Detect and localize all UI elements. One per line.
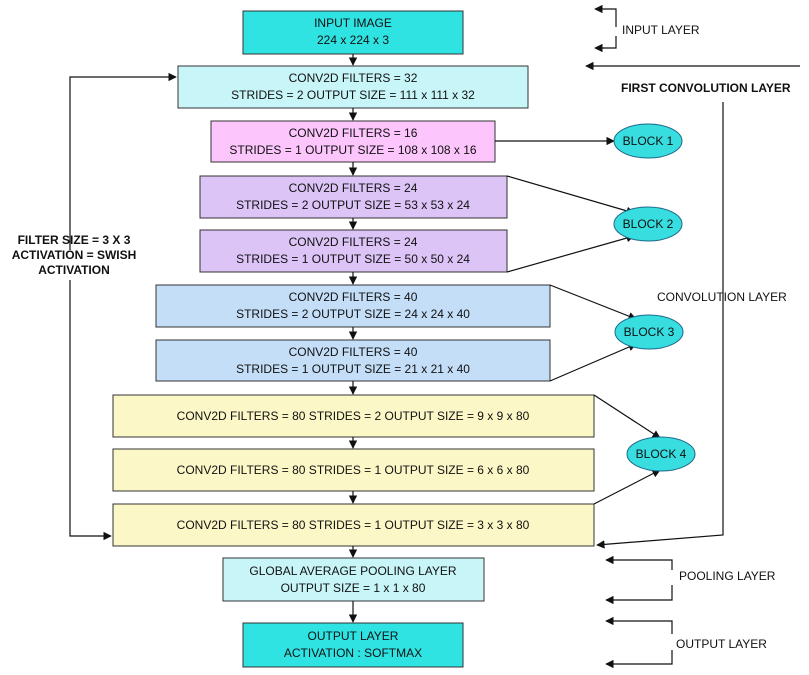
block-connectors [495, 136, 661, 505]
conv-layer-label: CONVOLUTION LAYER [657, 290, 787, 304]
conv-layer-4-box: CONV2D FILTERS = 24 STRIDES = 1 OUTPUT S… [199, 229, 508, 273]
conv-layer-3-box: CONV2D FILTERS = 24 STRIDES = 2 OUTPUT S… [199, 175, 508, 219]
conv-layer-annotation: CONVOLUTION LAYER [596, 102, 787, 549]
input-layer-arrow-top [594, 4, 617, 27]
conv-layer-2-output: STRIDES = 1 OUTPUT SIZE = 108 x 108 x 16 [229, 143, 477, 157]
conv-layer-6-box: CONV2D FILTERS = 40 STRIDES = 1 OUTPUT S… [155, 339, 551, 382]
block-2: BLOCK 2 [613, 206, 683, 242]
block-4-label: BLOCK 4 [636, 447, 687, 461]
conv-layer-5-output: STRIDES = 2 OUTPUT SIZE = 24 x 24 x 40 [236, 307, 470, 321]
first-conv-annotation: FIRST CONVOLUTION LAYER [585, 61, 800, 95]
conv-layer-1-filters: CONV2D FILTERS = 32 [289, 71, 418, 85]
block4-connector-bottom [593, 469, 661, 505]
conv-layer-9-params: CONV2D FILTERS = 80 STRIDES = 1 OUTPUT S… [177, 518, 530, 532]
output-layer-arrow-bottom [605, 650, 673, 669]
input-layer-annotation: INPUT LAYER [594, 4, 700, 53]
output-layer-label: OUTPUT LAYER [676, 637, 767, 651]
pooling-layer-output: OUTPUT SIZE = 1 x 1 x 80 [281, 581, 426, 595]
left-bracket-bottom-arrow [69, 280, 112, 541]
conv-layer-7-params: CONV2D FILTERS = 80 STRIDES = 2 OUTPUT S… [177, 409, 530, 423]
pooling-layer-arrow-top [605, 555, 673, 570]
input-layer-arrow-bottom [594, 36, 617, 53]
conv-layer-3-output: STRIDES = 2 OUTPUT SIZE = 53 x 53 x 24 [236, 198, 470, 212]
left-bracket-top-arrow [69, 72, 177, 250]
pooling-layer-annotation: POOLING LAYER [605, 555, 776, 605]
conv-layer-7-box: CONV2D FILTERS = 80 STRIDES = 2 OUTPUT S… [112, 394, 595, 438]
conv-layer-6-filters: CONV2D FILTERS = 40 [289, 345, 418, 359]
conv-layer-9-box: CONV2D FILTERS = 80 STRIDES = 1 OUTPUT S… [112, 503, 595, 547]
input-image-title: INPUT IMAGE [314, 16, 392, 30]
output-layer-activation: ACTIVATION : SOFTMAX [284, 646, 422, 660]
input-image-size: 224 x 224 x 3 [317, 33, 389, 47]
output-layer-annotation: OUTPUT LAYER [605, 616, 767, 669]
output-layer-arrow-top [605, 616, 673, 634]
filter-size-label: FILTER SIZE = 3 X 3 [18, 233, 131, 247]
conv-layer-bracket [596, 102, 724, 549]
activation-label: ACTIVATION = SWISH [12, 248, 137, 262]
conv-layer-8-box: CONV2D FILTERS = 80 STRIDES = 1 OUTPUT S… [112, 448, 595, 492]
block3-connector-top [549, 284, 637, 321]
left-bracket: FILTER SIZE = 3 X 3 ACTIVATION = SWISH A… [12, 72, 177, 541]
conv-layer-5-filters: CONV2D FILTERS = 40 [289, 290, 418, 304]
block-3: BLOCK 3 [614, 314, 684, 350]
input-layer-label: INPUT LAYER [622, 23, 700, 37]
block2-connector-bottom [506, 234, 635, 273]
output-layer-title: OUTPUT LAYER [308, 629, 399, 643]
block-2-label: BLOCK 2 [623, 217, 674, 231]
first-conv-label: FIRST CONVOLUTION LAYER [621, 81, 791, 95]
conv-layer-5-box: CONV2D FILTERS = 40 STRIDES = 2 OUTPUT S… [155, 284, 551, 328]
block-3-label: BLOCK 3 [624, 325, 675, 339]
block2-connector-top [506, 175, 635, 215]
pooling-layer-arrow-bottom [605, 585, 673, 605]
conv-layer-8-params: CONV2D FILTERS = 80 STRIDES = 1 OUTPUT S… [177, 463, 530, 477]
conv-layer-4-output: STRIDES = 1 OUTPUT SIZE = 50 x 50 x 24 [236, 252, 470, 266]
conv-layer-6-output: STRIDES = 1 OUTPUT SIZE = 21 x 21 x 40 [236, 362, 470, 376]
pooling-layer-box: GLOBAL AVERAGE POOLING LAYER OUTPUT SIZE… [222, 557, 485, 602]
output-layer-box: OUTPUT LAYER ACTIVATION : SOFTMAX [242, 622, 464, 668]
conv-layer-1-output: STRIDES = 2 OUTPUT SIZE = 111 x 111 x 32 [231, 88, 475, 102]
block-1: BLOCK 1 [613, 123, 683, 159]
block4-connector-top [593, 394, 661, 439]
conv-layer-3-filters: CONV2D FILTERS = 24 [289, 181, 418, 195]
activation-label-cont: ACTIVATION [38, 263, 110, 277]
block-1-label: BLOCK 1 [623, 134, 674, 148]
block-4: BLOCK 4 [626, 436, 696, 472]
pooling-layer-label: POOLING LAYER [679, 569, 776, 583]
conv-layer-2-filters: CONV2D FILTERS = 16 [289, 126, 418, 140]
conv-layer-2-box: CONV2D FILTERS = 16 STRIDES = 1 OUTPUT S… [210, 120, 496, 163]
conv-layer-4-filters: CONV2D FILTERS = 24 [289, 235, 418, 249]
block3-connector-bottom [549, 343, 637, 382]
conv-layer-1-box: CONV2D FILTERS = 32 STRIDES = 2 OUTPUT S… [177, 65, 529, 109]
pooling-layer-title: GLOBAL AVERAGE POOLING LAYER [249, 564, 457, 578]
input-image-box: INPUT IMAGE 224 x 224 x 3 [242, 10, 464, 55]
